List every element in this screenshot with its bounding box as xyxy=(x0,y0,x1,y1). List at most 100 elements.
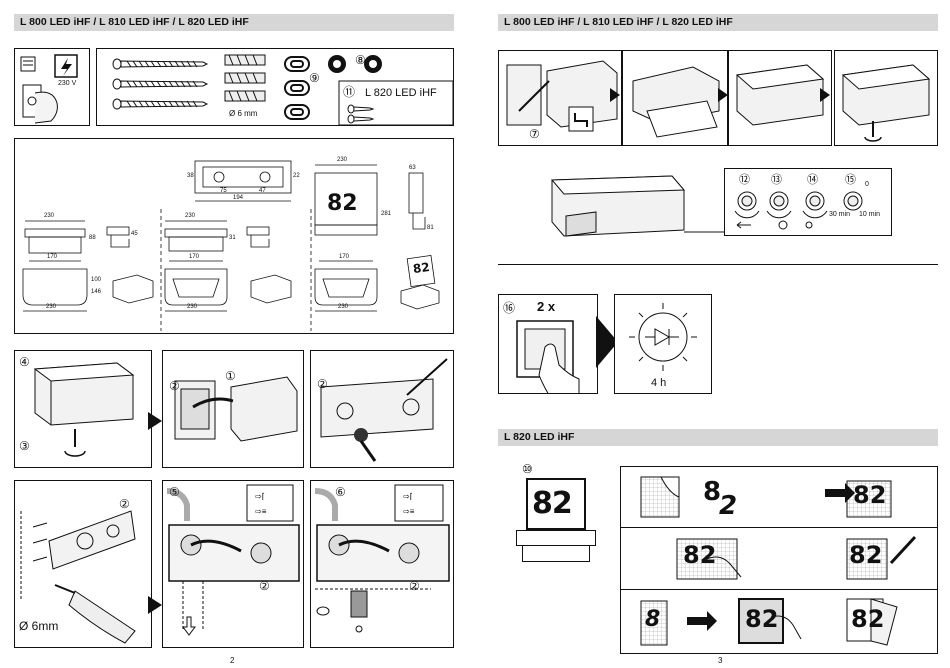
drill-diameter-label: Ø 6mm xyxy=(19,619,59,633)
dimensions-panel: 230 170 230 88 45 100 146 230 170 230 31… xyxy=(14,138,454,334)
knobs-drawing xyxy=(734,191,863,230)
right-page: L 800 LED iHF / L 810 LED iHF / L 820 LE… xyxy=(478,0,950,668)
dim-body-h2: 146 xyxy=(91,289,102,295)
digit-8: 8 xyxy=(703,477,722,507)
parts-panel: Ø 6 mm ⑧ ⑨ ⑪ L 820 LED iHF xyxy=(96,48,454,126)
dowel-icon xyxy=(224,54,266,102)
callout-5: ⑤ xyxy=(169,485,180,499)
clock-icon xyxy=(778,220,788,230)
dim-plate-width: 194 xyxy=(233,195,244,201)
number-peel: 8 xyxy=(645,607,661,632)
push-button-panel: ⑯ 2 x xyxy=(498,294,598,394)
parts-drawing xyxy=(112,54,453,125)
led-light-icon xyxy=(629,303,697,371)
step-remove-cover: ④ ③ xyxy=(14,350,152,468)
time-30min-label: 30 min xyxy=(829,211,851,218)
number-pressed: 82 xyxy=(683,541,717,569)
screw-icon xyxy=(112,58,209,110)
step-tighten-screw xyxy=(834,50,938,146)
dim-base-width: 230 xyxy=(44,213,55,219)
callout-9: ⑨ xyxy=(309,71,320,85)
callout-2b: ② xyxy=(317,377,328,391)
digit-2: 2 xyxy=(719,491,738,521)
dim-body-width: 170 xyxy=(47,254,58,260)
moon-icon xyxy=(819,221,823,229)
step-close-housing-1: ⑦ xyxy=(498,50,622,146)
callout-4: ④ xyxy=(19,355,30,369)
dim-bottom-width: 230 xyxy=(46,304,57,310)
step-arrow-r3 xyxy=(820,88,830,102)
right-page-number: 3 xyxy=(718,656,723,665)
dim-plate-c: 22 xyxy=(293,173,300,179)
high-voltage-icon xyxy=(61,58,72,76)
hand-wipe-icon xyxy=(706,556,742,578)
dim-v2-base-h: 31 xyxy=(229,235,236,241)
dim-v2-body: 170 xyxy=(189,254,200,260)
dim-v3-height: 281 xyxy=(381,211,392,217)
callout-14: ⑭ xyxy=(807,174,818,186)
svg-text:⇨⌈: ⇨⌈ xyxy=(403,492,413,501)
sun-icon xyxy=(805,221,813,229)
callout-11: ⑪ xyxy=(343,85,356,99)
dim-v3-side: 63 xyxy=(409,165,416,171)
callout-7: ⑦ xyxy=(529,127,540,141)
voltage-label: 230 V xyxy=(58,80,77,87)
house-number-big: 82 xyxy=(532,486,573,521)
dim-v2-width: 230 xyxy=(185,213,196,219)
drill-icon xyxy=(68,590,136,644)
number-finished: 82 xyxy=(851,605,885,633)
number-framed: 82 xyxy=(745,605,779,633)
callout-8: ⑧ xyxy=(355,53,366,67)
number-marked: 82 xyxy=(849,541,883,569)
step-open-housing: ② ① xyxy=(162,350,304,468)
step-close-housing-2 xyxy=(622,50,728,146)
time-10min-label: 10 min xyxy=(859,211,881,218)
time-zero-label: 0 xyxy=(865,181,869,188)
callout-1: ① xyxy=(225,369,236,383)
left-page: L 800 LED iHF / L 810 LED iHF / L 820 LE… xyxy=(0,0,470,668)
callout-2e: ② xyxy=(409,579,420,593)
step-wiring-top: ⇨⌈⇨≡ ⑤ ② xyxy=(162,480,304,648)
step-wiring-bottom: ⇨⌈⇨≡ ⑥ ② xyxy=(310,480,454,648)
settings-knobs-panel: ⑫ ⑬ ⑭ ⑮ 0 30 min 10 min xyxy=(724,168,892,236)
callout-13: ⑬ xyxy=(771,174,782,186)
light-on-panel: 4 h xyxy=(614,294,712,394)
step-drill-mount: ② Ø 6mm xyxy=(14,480,152,648)
dim-v3-bottom: 230 xyxy=(338,304,349,310)
svg-text:⇨≡: ⇨≡ xyxy=(403,507,415,516)
callout-10: ⑩ xyxy=(522,462,533,476)
lamp-base-bottom xyxy=(522,546,590,562)
dim-v2-bottom: 230 xyxy=(187,304,198,310)
dim-plate-a: 75 xyxy=(220,188,227,194)
number-applied: 82 xyxy=(853,481,887,509)
big-arrow xyxy=(596,316,618,368)
dim-side-height: 45 xyxy=(131,231,138,237)
model-820-label: L 820 LED iHF xyxy=(365,87,437,99)
pencil-icon xyxy=(406,358,448,396)
step-arrow-r2 xyxy=(718,88,728,102)
right-header: L 800 LED iHF / L 810 LED iHF / L 820 LE… xyxy=(498,14,938,31)
application-steps xyxy=(640,476,917,646)
dowel-size-label: Ø 6 mm xyxy=(229,109,258,118)
small-screw-icon xyxy=(347,104,375,124)
press-count-label: 2 x xyxy=(537,299,556,314)
callout-15: ⑮ xyxy=(845,174,856,186)
section-820-header: L 820 LED iHF xyxy=(498,429,938,446)
svg-text:⇨⌈: ⇨⌈ xyxy=(255,492,265,501)
lamp-drawing xyxy=(550,175,728,237)
house-number-small: 82 xyxy=(412,259,431,277)
dim-base-height: 88 xyxy=(89,235,96,241)
callout-2c: ② xyxy=(119,497,130,511)
dim-v3-body: 170 xyxy=(339,254,350,260)
step-arrow-2 xyxy=(148,596,162,614)
house-number-plate: 82 xyxy=(526,478,586,530)
duration-label: 4 h xyxy=(651,377,667,389)
pen-icon xyxy=(889,535,917,565)
house-number-sign: 82 xyxy=(327,191,358,216)
callout-2: ② xyxy=(169,379,180,393)
section-divider xyxy=(498,264,938,265)
callout-2d: ② xyxy=(259,579,270,593)
callout-3: ③ xyxy=(19,439,30,453)
callout-12: ⑫ xyxy=(739,174,750,186)
number-application-panel: 8 2 82 82 82 8 82 82 xyxy=(620,466,938,654)
